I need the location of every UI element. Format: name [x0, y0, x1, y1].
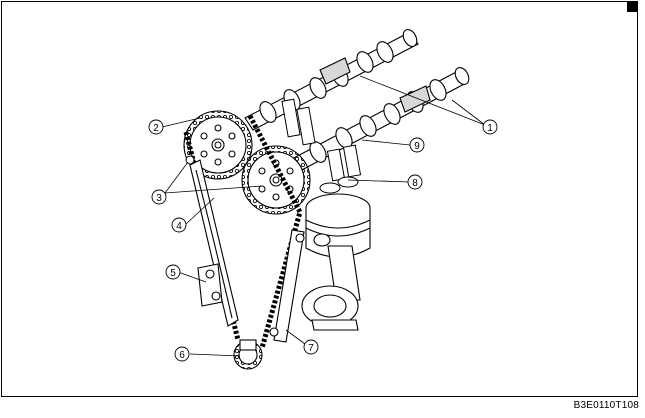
callout-label-3: 3: [156, 193, 162, 204]
callout-label-9: 9: [414, 141, 420, 152]
callout-circle-9: [409, 137, 425, 153]
callout-circle-5: [165, 264, 181, 280]
callout-circles: [148, 119, 498, 362]
crankshaft-sprocket: [233, 339, 263, 370]
callout-circle-2: [148, 119, 164, 135]
callout-label-1: 1: [487, 123, 493, 134]
connecting-rod: [301, 245, 361, 331]
callout-label-7: 7: [308, 343, 314, 354]
leader-lines: [161, 75, 486, 357]
callout-label-2: 2: [153, 123, 159, 134]
callout-circle-8: [407, 174, 423, 190]
callout-label-4: 4: [176, 221, 182, 232]
piston: [305, 193, 371, 258]
callout-label-8: 8: [412, 178, 418, 189]
figure-frame: [1, 1, 638, 397]
callout-labels: 1 2 3 4 5 6 7 8 9: [153, 123, 493, 361]
callout-circle-6: [174, 346, 190, 362]
callout-circle-3: [151, 189, 167, 205]
callout-circle-7: [303, 339, 319, 355]
callout-label-5: 5: [170, 268, 176, 279]
reference-code: B3E0110T108: [573, 400, 639, 411]
intake-camshaft: [289, 67, 470, 173]
callout-circle-1: [482, 119, 498, 135]
valve-train: [281, 98, 362, 194]
chain-tensioner: [197, 263, 223, 307]
chain-guide-right: [269, 229, 305, 343]
callout-label-6: 6: [179, 350, 185, 361]
callout-circle-4: [171, 217, 187, 233]
corner-mark: [627, 2, 637, 12]
bolts: [185, 141, 280, 184]
